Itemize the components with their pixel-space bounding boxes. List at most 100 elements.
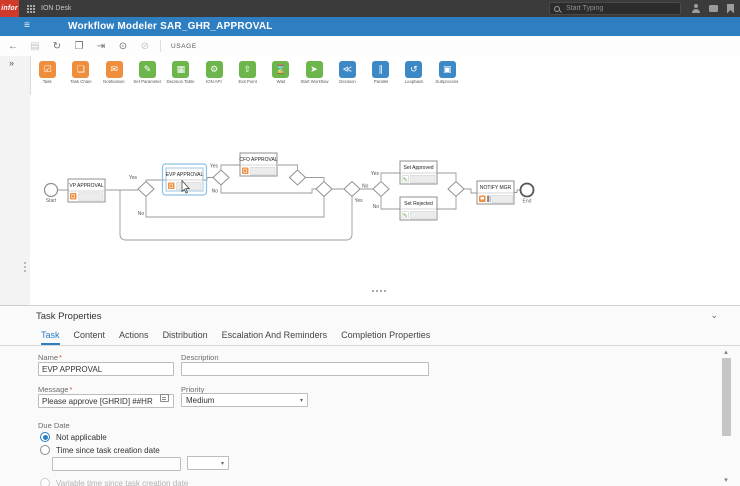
radio-variable-time[interactable]: Variable time since task creation date — [40, 478, 188, 486]
scroll-down-arrow[interactable]: ▾ — [724, 477, 728, 484]
palette-item-loopback[interactable]: ↺ Loopback — [397, 58, 430, 95]
menu-icon[interactable]: ≡ — [24, 20, 30, 31]
back-button[interactable]: ← — [8, 40, 18, 52]
node-start[interactable]: Start — [43, 182, 59, 205]
palette-item-exit-point[interactable]: ⇧ Exit Point — [231, 58, 264, 95]
palette-item-task[interactable]: ☑ Task — [31, 58, 64, 95]
description-label: Description — [181, 353, 219, 362]
palette-label: Decision — [339, 80, 356, 85]
gateway-loop-check[interactable] — [343, 180, 361, 198]
radio-label: Variable time since task creation date — [56, 478, 189, 486]
palette-item-decision-table[interactable]: ▦ Decision Table — [164, 58, 197, 95]
palette-item-ion-api[interactable]: ⚙ ION API — [197, 58, 230, 95]
gateway-approval-check[interactable] — [372, 180, 390, 198]
scroll-thumb[interactable] — [721, 358, 731, 436]
palette-label: ION API — [206, 80, 222, 85]
palette-item-notification[interactable]: ✉ Notification — [98, 58, 131, 95]
tab-actions[interactable]: Actions — [119, 330, 149, 340]
required-asterisk: * — [59, 353, 62, 362]
palette-label: Loopback — [404, 80, 424, 85]
edge-label-yes: Yes — [210, 164, 219, 170]
edge-label-no: No — [212, 189, 219, 195]
svg-text:EVP APPROVAL: EVP APPROVAL — [166, 172, 204, 178]
palette-item-wait[interactable]: ⌛ Wait — [264, 58, 297, 95]
refresh-button[interactable]: ↻ — [52, 40, 62, 52]
mouse-cursor — [181, 179, 190, 194]
user-icon[interactable] — [691, 4, 700, 13]
deactivate-button[interactable]: ⊘ — [140, 40, 150, 52]
radio-time-since-creation[interactable]: Time since task creation date — [40, 445, 160, 455]
palette-item-subprocess[interactable]: ▣ Subprocess — [431, 58, 464, 95]
copy-button[interactable]: ❐ — [74, 40, 84, 52]
usage-button[interactable]: USAGE — [171, 42, 197, 50]
tab-completion-properties[interactable]: Completion Properties — [341, 330, 431, 340]
tab-escalation-and-reminders[interactable]: Escalation And Reminders — [221, 330, 328, 340]
palette-item-set-parameter[interactable]: ✎ Set Parameter — [131, 58, 164, 95]
svg-text:VP APPROVAL: VP APPROVAL — [69, 183, 103, 189]
gateway-after-vp[interactable] — [137, 180, 155, 198]
radio-selected-icon[interactable] — [40, 432, 50, 442]
toolbar-divider — [160, 40, 161, 52]
description-field[interactable] — [181, 362, 429, 376]
node-vp-approval[interactable]: VP APPROVAL — [67, 178, 106, 203]
palette-label: Set Parameter — [133, 80, 162, 85]
expand-sidebar-chevron[interactable]: » — [9, 58, 15, 68]
palette-item-start-workflow[interactable]: ➤ Start Workflow — [297, 58, 330, 95]
radio-icon[interactable] — [40, 445, 50, 455]
panel-resize-handle[interactable] — [372, 290, 374, 292]
tab-content[interactable]: Content — [73, 330, 106, 340]
message-field[interactable] — [38, 394, 174, 408]
activate-button[interactable]: ⊙ — [118, 40, 128, 52]
node-notify-mgr[interactable]: NOTIFY MGR — [476, 180, 515, 205]
gateway-merge[interactable] — [315, 180, 333, 198]
gateway-after-evp[interactable] — [212, 169, 230, 186]
task-properties-panel: Task Properties ⌄ Task Content Actions D… — [0, 305, 740, 486]
collapsed-sidebar: » — [0, 56, 31, 305]
required-asterisk: * — [69, 385, 73, 394]
priority-select[interactable]: Medium ▾ — [181, 393, 308, 407]
bookmark-icon[interactable] — [727, 3, 734, 14]
palette-item-task-chain[interactable]: ❏ Task Chain — [64, 58, 97, 95]
time-value-field[interactable] — [52, 457, 181, 471]
app-name: ION Desk — [41, 5, 72, 12]
gateway-join[interactable] — [447, 180, 465, 198]
collapse-panel-chevron[interactable]: ⌄ — [710, 310, 718, 320]
panel-scrollbar[interactable]: ▴ ▾ — [720, 348, 732, 484]
node-evp-approval-selected[interactable]: EVP APPROVAL — [161, 163, 208, 196]
time-unit-select[interactable]: ▾ — [187, 456, 229, 470]
import-button[interactable]: ⇥ — [96, 40, 106, 52]
svg-text:End: End — [523, 199, 532, 205]
name-field[interactable] — [38, 362, 174, 376]
ion-api-icon: ⚙ — [205, 61, 223, 78]
node-set-approved[interactable]: Set Approved ✎ — [399, 160, 438, 185]
chevron-down-icon: ▾ — [220, 460, 224, 467]
gateway-after-cfo[interactable] — [288, 169, 307, 186]
tab-distribution[interactable]: Distribution — [162, 330, 208, 340]
app-launcher-icon[interactable] — [27, 4, 29, 7]
palette-item-decision[interactable]: ≪ Decision — [331, 58, 364, 95]
save-button[interactable]: ▤ — [30, 40, 40, 52]
node-set-rejected[interactable]: Set Rejected ✎ — [399, 196, 438, 221]
message-editor-icon[interactable] — [160, 394, 169, 402]
scroll-up-arrow[interactable]: ▴ — [724, 349, 728, 356]
sidebar-drag-handle[interactable] — [24, 262, 26, 264]
node-cfo-approval[interactable]: CFO APPROVAL — [239, 152, 278, 177]
decision-table-icon: ▦ — [172, 61, 190, 78]
workflow-canvas[interactable]: Start End VP APPROVAL EVP APPROVAL — [30, 95, 740, 305]
chat-icon[interactable] — [709, 5, 718, 12]
palette-item-parallel[interactable]: ∥ Parallel — [364, 58, 397, 95]
node-end[interactable]: End — [519, 182, 535, 205]
palette-label: Start Workflow — [300, 80, 329, 85]
svg-text:✎: ✎ — [403, 212, 408, 219]
module-header: ≡ Workflow Modeler SAR_GHR_APPROVAL — [0, 17, 740, 36]
edge-label-yes: Yes — [371, 171, 380, 177]
palette-label: Task — [43, 80, 53, 85]
tab-task[interactable]: Task — [41, 330, 60, 345]
radio-disabled-icon[interactable] — [40, 478, 50, 486]
radio-label: Not applicable — [56, 432, 107, 442]
global-search[interactable] — [549, 2, 681, 15]
exit-point-icon: ⇧ — [238, 61, 256, 78]
radio-not-applicable[interactable]: Not applicable — [40, 432, 107, 442]
palette-label: Exit Point — [238, 80, 257, 85]
search-input[interactable] — [564, 4, 668, 13]
